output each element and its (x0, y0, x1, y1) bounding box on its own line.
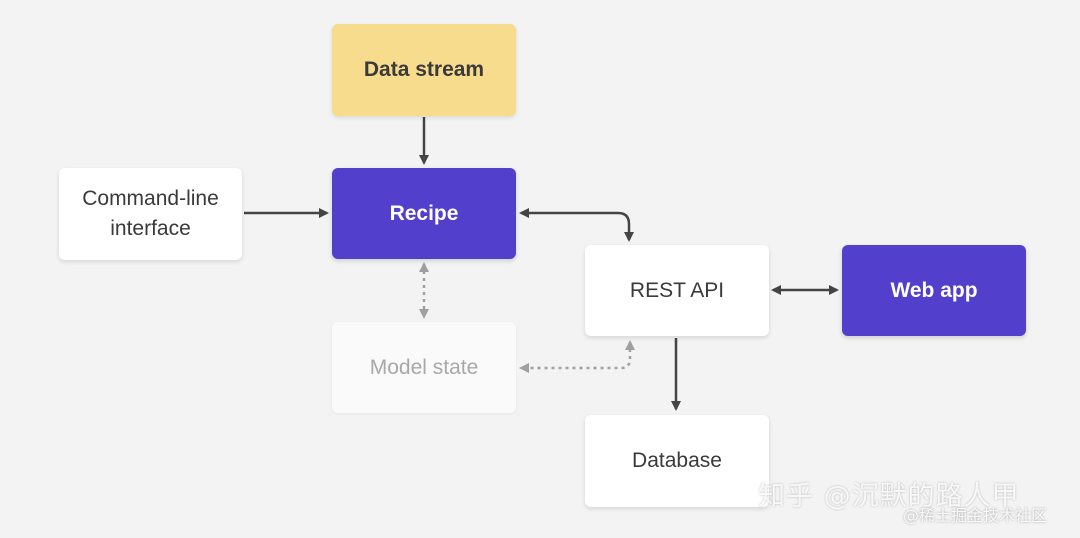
edge-restapi-modelstate (519, 340, 635, 373)
node-database: Database (585, 415, 769, 507)
node-recipe: Recipe (332, 168, 516, 259)
node-command-line-interface-label: Command-line interface (82, 187, 219, 240)
watermark-juejin: @稀土掘金技术社区 (903, 506, 1048, 525)
node-command-line-interface: Command-line interface (59, 168, 242, 260)
node-data-stream: Data stream (332, 24, 516, 116)
node-rest-api-label: REST API (629, 278, 725, 302)
watermark-zhihu: 知乎 @沉默的路人甲 (758, 481, 1020, 512)
edge-recipe-restapi (519, 208, 634, 242)
node-web-app: Web app (842, 245, 1026, 336)
node-recipe-label: Recipe (389, 201, 459, 225)
node-web-app-label: Web app (890, 278, 978, 302)
node-data-stream-label: Data stream (363, 58, 485, 81)
node-rest-api: REST API (585, 245, 769, 336)
node-model-state: Model state (332, 322, 516, 413)
node-model-state-label: Model state (369, 355, 479, 379)
node-database-label: Database (632, 449, 722, 472)
